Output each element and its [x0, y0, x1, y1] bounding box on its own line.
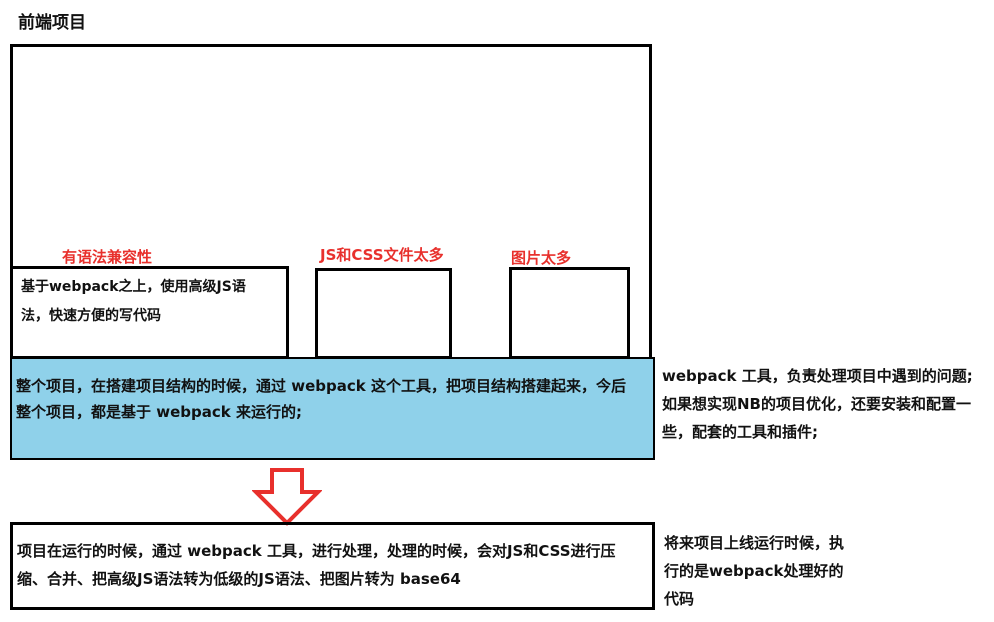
label-too-many-files: JS和CSS文件太多	[320, 246, 444, 264]
deploy-note-line: 将来项目上线运行时候，执	[664, 534, 845, 552]
deploy-note: 将来项目上线运行时候，执 行的是webpack处理好的 代码	[664, 529, 844, 613]
deploy-note-line: 行的是webpack处理好的	[664, 562, 844, 580]
webpack-band-line: 整个项目，都是基于 webpack 来运行的;	[16, 403, 302, 421]
files-box	[315, 268, 452, 359]
webpack-note-line: 如果想实现NB的项目优化，还要安装和配置一	[662, 395, 971, 413]
webpack-band-line: 整个项目，在搭建项目结构的时候，通过 webpack 这个工具，把项目结构搭建起…	[16, 377, 626, 395]
images-box	[509, 267, 630, 359]
webpack-band: 整个项目，在搭建项目结构的时候，通过 webpack 这个工具，把项目结构搭建起…	[10, 357, 655, 460]
webpack-note: webpack 工具，负责处理项目中遇到的问题; 如果想实现NB的项目优化，还要…	[662, 362, 973, 446]
syntax-box-line: 基于webpack之上，使用高级JS语	[21, 279, 246, 295]
build-process-line: 项目在运行的时候，通过 webpack 工具，进行处理，处理的时候，会对JS和C…	[17, 542, 616, 560]
label-too-many-images: 图片太多	[511, 249, 572, 267]
syntax-box: 基于webpack之上，使用高级JS语 法，快速方便的写代码	[10, 266, 289, 359]
syntax-box-line: 法，快速方便的写代码	[21, 308, 161, 324]
build-process-line: 缩、合并、把高级JS语法转为低级的JS语法、把图片转为 base64	[17, 570, 461, 588]
webpack-note-line: 些，配套的工具和插件;	[662, 423, 818, 441]
webpack-note-line: webpack 工具，负责处理项目中遇到的问题;	[662, 367, 973, 385]
syntax-box-text: 基于webpack之上，使用高级JS语 法，快速方便的写代码	[13, 269, 286, 335]
diagram-title: 前端项目	[18, 13, 86, 33]
build-process-box: 项目在运行的时候，通过 webpack 工具，进行处理，处理的时候，会对JS和C…	[10, 522, 655, 610]
deploy-note-line: 代码	[664, 590, 695, 608]
label-syntax-compat: 有语法兼容性	[62, 248, 153, 266]
down-arrow-shape	[252, 468, 322, 526]
down-arrow	[252, 468, 322, 526]
